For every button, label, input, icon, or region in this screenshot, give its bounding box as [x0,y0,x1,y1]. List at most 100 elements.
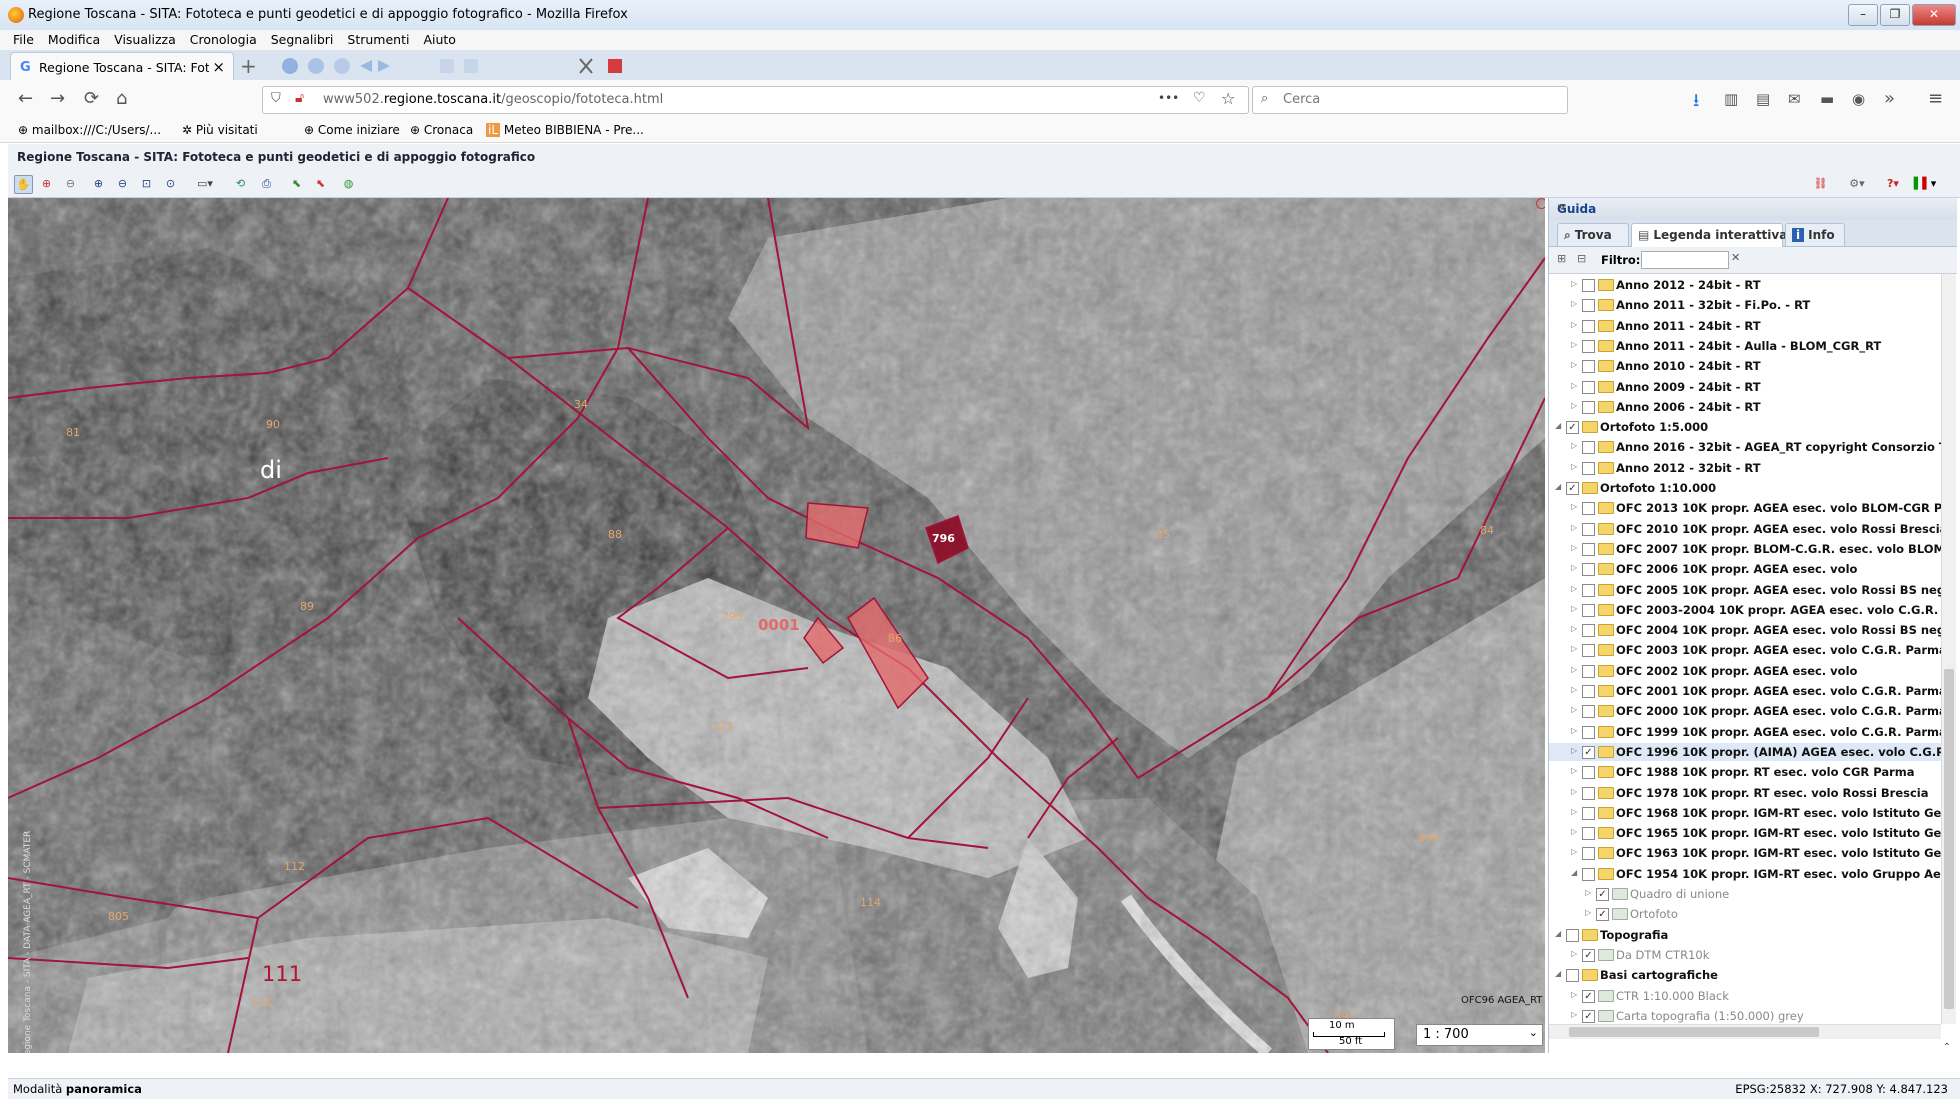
zoom-out-box-icon[interactable]: ⊖ [65,177,76,190]
orthophoto-image[interactable] [8,198,1545,1053]
expand-toggle-icon[interactable]: ▷ [1571,502,1578,512]
expand-toggle-icon[interactable]: ▷ [1571,299,1578,309]
expand-toggle-icon[interactable]: ▷ [1571,989,1578,999]
expand-toggle-icon[interactable]: ▷ [1571,522,1578,532]
filter-input[interactable] [1641,251,1729,269]
layer-tree-item[interactable]: ▷OFC 2006 10K propr. AGEA esec. volo [1549,560,1941,578]
expand-toggle-icon[interactable]: ◢ [1555,482,1562,491]
layer-checkbox[interactable] [1582,705,1595,719]
forward-arrow-icon[interactable]: → [50,88,66,109]
collapse-panel-icon[interactable]: » [1557,200,1566,215]
layer-tree-item[interactable]: ▷OFC 1965 10K propr. IGM-RT esec. volo I… [1549,824,1941,842]
expand-toggle-icon[interactable]: ◢ [1555,421,1562,431]
layer-checkbox[interactable] [1582,786,1595,800]
layer-checkbox[interactable] [1582,319,1595,333]
close-window-button[interactable]: ✕ [1912,4,1956,26]
layer-tree-item[interactable]: ▷✓CTR 1:10.000 Black [1549,987,1941,1005]
expand-toggle-icon[interactable]: ◢ [1555,928,1562,938]
layer-tree-item[interactable]: ▷✓Ortofoto [1549,905,1941,923]
layer-checkbox[interactable] [1582,685,1595,698]
layer-tree-item[interactable]: ▷Anno 2011 - 24bit - RT [1549,317,1941,335]
clear-filter-icon[interactable]: ✕ [1731,251,1741,264]
insecure-lock-icon[interactable]: 🔓︎ [295,90,305,106]
layer-checkbox[interactable] [1582,847,1595,861]
layer-tree-item[interactable]: ▷Anno 2016 - 32bit - AGEA_RT copyright C… [1549,438,1941,456]
hat-icon[interactable]: ▬ [1820,90,1835,108]
layer-tree-item[interactable]: ▷Anno 2012 - 24bit - RT [1549,276,1941,294]
url-text[interactable]: www502.regione.toscana.it/geoscopio/foto… [323,92,664,107]
expand-toggle-icon[interactable]: ▷ [1571,583,1578,593]
layer-checkbox[interactable] [1582,624,1595,638]
expand-toggle-icon[interactable]: ▷ [1571,603,1578,613]
menu-cronologia[interactable]: Cronologia [189,32,257,47]
layer-checkbox[interactable] [1582,563,1595,577]
menu-strumenti[interactable]: Strumenti [347,32,410,47]
layer-checkbox[interactable]: ✓ [1596,908,1609,922]
zoom-scale-icon[interactable]: ⊙ [165,177,176,190]
chevron-down-icon[interactable]: ⌄ [1528,1026,1538,1039]
menu-aiuto[interactable]: Aiuto [423,32,456,47]
expand-toggle-icon[interactable]: ▷ [1571,1009,1578,1019]
page-actions-icon[interactable]: ••• [1158,91,1180,105]
settings-gear-icon[interactable]: ⚙▾ [1849,177,1865,190]
layer-tree-item[interactable]: ▷OFC 2005 10K propr. AGEA esec. volo Ros… [1549,581,1941,599]
expand-toggle-icon[interactable]: ▷ [1571,725,1578,735]
expand-toggle-icon[interactable]: ▷ [1571,563,1578,573]
layer-checkbox[interactable]: ✓ [1596,888,1609,901]
layer-checkbox[interactable] [1582,664,1595,678]
tab-sita[interactable]: G Regione Toscana - SITA: Fotote × [10,52,234,81]
link-icon[interactable]: ⛓ [1813,177,1828,190]
language-flag-icon[interactable]: ▌▌▾ [1913,177,1937,190]
clear-select-icon[interactable]: ⬉ [315,177,326,190]
layer-tree-item[interactable]: ▷✓OFC 1996 10K propr. (AIMA) AGEA esec. … [1549,742,1941,761]
layer-checkbox[interactable] [1582,522,1595,536]
bookmark-cronaca[interactable]: ⊕ Cronaca [410,123,474,137]
layer-tree-item[interactable]: ▷OFC 1978 10K propr. RT esec. volo Rossi… [1549,784,1941,802]
layer-tree-item[interactable]: ▷Anno 2012 - 32bit - RT [1549,459,1941,477]
layer-checkbox[interactable] [1582,299,1595,313]
expand-toggle-icon[interactable]: ▷ [1571,745,1578,755]
overflow-menu-icon[interactable]: » [1884,88,1896,109]
expand-toggle-icon[interactable]: ▷ [1571,624,1578,634]
layer-checkbox[interactable] [1582,542,1595,556]
layer-tree-item[interactable]: ▷Anno 2010 - 24bit - RT [1549,357,1941,375]
layer-checkbox[interactable] [1582,339,1595,353]
expand-toggle-icon[interactable]: ▷ [1571,827,1578,837]
layer-tree-item[interactable]: ▷✓Carta topografia (1:50.000) grey [1549,1007,1941,1024]
select-tool-icon[interactable]: ⬉ [291,177,302,190]
expand-toggle-icon[interactable]: ▷ [1585,908,1592,918]
pocket-icon[interactable]: ♡ [1193,90,1206,106]
layer-checkbox[interactable]: ✓ [1582,989,1595,1003]
expand-toggle-icon[interactable]: ▷ [1585,888,1592,897]
layer-tree-item[interactable]: ▷OFC 2004 10K propr. AGEA esec. volo Ros… [1549,621,1941,639]
new-tab-button[interactable]: + [240,54,257,78]
layer-tree-item[interactable]: ▷OFC 1963 10K propr. IGM-RT esec. volo I… [1549,844,1941,862]
menu-file[interactable]: File [13,32,34,47]
expand-toggle-icon[interactable]: ▷ [1571,360,1578,370]
layer-tree-item[interactable]: ▷OFC 2013 10K propr. AGEA esec. volo BLO… [1549,499,1941,517]
layer-tree-item[interactable]: ◢OFC 1954 10K propr. IGM-RT esec. volo G… [1549,865,1941,883]
expand-toggle-icon[interactable]: ◢ [1571,867,1578,877]
expand-toggle-icon[interactable]: ▷ [1571,441,1578,451]
vertical-scroll-thumb[interactable] [1944,669,1954,1009]
expand-toggle-icon[interactable]: ▷ [1571,542,1578,552]
layer-checkbox[interactable] [1582,380,1595,394]
layer-checkbox[interactable]: ✓ [1566,482,1579,495]
zoom-box-icon[interactable]: ⊕ [41,177,52,190]
menu-visualizza[interactable]: Visualizza [114,32,176,47]
scale-select[interactable]: 1 : 700 ⌄ [1416,1024,1543,1046]
download-icon[interactable]: ⭳ [1693,90,1700,111]
expand-toggle-icon[interactable]: ▷ [1571,461,1578,471]
mail-icon[interactable]: ✉ [1788,90,1801,108]
layer-tree-item[interactable]: ▷OFC 2007 10K propr. BLOM-C.G.R. esec. v… [1549,540,1941,558]
layer-checkbox[interactable] [1582,766,1595,780]
pan-tool-icon[interactable]: ✋ [14,175,33,194]
menu-modifica[interactable]: Modifica [47,32,101,47]
expand-toggle-icon[interactable]: ◢ [1555,969,1562,979]
layer-checkbox[interactable] [1582,867,1595,881]
layer-checkbox[interactable] [1582,279,1595,292]
measure-dropdown-icon[interactable]: ▭▾ [197,177,213,190]
layer-tree-item[interactable]: ▷OFC 2002 10K propr. AGEA esec. volo [1549,662,1941,680]
layer-checkbox[interactable]: ✓ [1582,948,1595,962]
layer-tree-item[interactable]: ▷OFC 2001 10K propr. AGEA esec. volo C.G… [1549,682,1941,700]
